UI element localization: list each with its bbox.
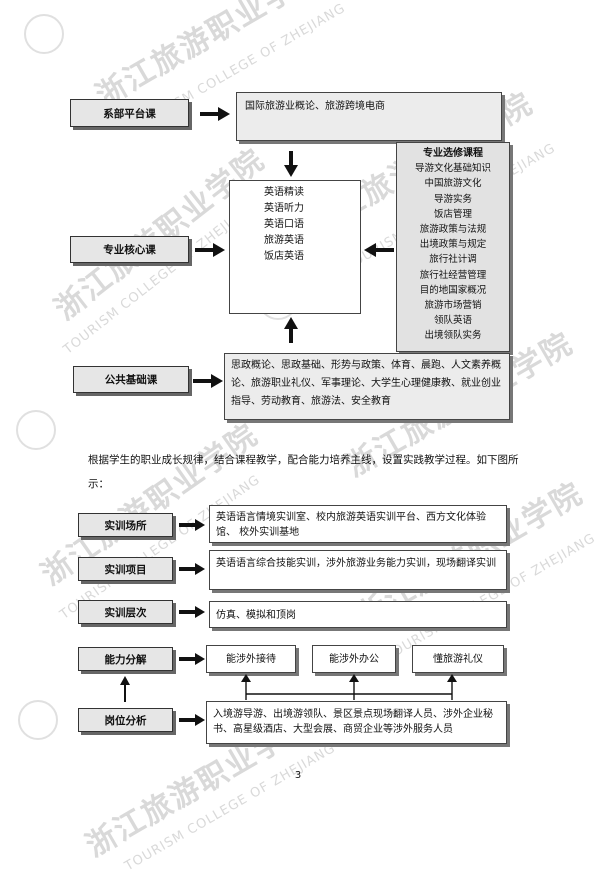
elective-item: 旅行社计调 — [429, 254, 477, 266]
elective-item: 出境政策与规定 — [419, 239, 487, 251]
arrow-right-icon — [179, 713, 205, 727]
dept-course-content: 国际旅游业概论、旅游跨境电商 — [236, 92, 502, 141]
training-venue-content: 英语语言情境实训室、校内旅游英语实训平台、西方文化体验馆、 校外实训基地 — [209, 505, 507, 543]
ability-item-box: 懂旅游礼仪 — [412, 645, 504, 673]
training-level-label: 实训层次 — [78, 600, 173, 624]
training-level-text: 仿真、模拟和顶岗 — [216, 610, 296, 621]
arrow-right-icon — [179, 605, 205, 619]
public-course-content: 思政概论、思政基础、形势与政策、体育、晨跑、人文素养概论、旅游职业礼仪、军事理论… — [224, 353, 510, 420]
arrow-right-icon — [179, 562, 205, 576]
elective-item: 导游实务 — [433, 193, 472, 205]
ability-item-text: 能涉外办公 — [329, 654, 379, 665]
elective-item: 饭店管理 — [433, 208, 472, 220]
elective-item: 目的地国家概况 — [419, 284, 487, 296]
ability-item-box: 能涉外接待 — [206, 645, 296, 673]
arrow-up-icon — [119, 676, 131, 702]
training-venue-text: 英语语言情境实训室、校内旅游英语实训平台、西方文化体验馆、 校外实训基地 — [216, 512, 486, 538]
arrow-up-icon — [283, 317, 299, 343]
core-course-item: 英语听力 — [264, 203, 304, 214]
elective-title: 专业选修课程 — [423, 148, 483, 159]
elective-course-box: 专业选修课程 导游文化基础知识 中国旅游文化 导游实务 饭店管理 旅游政策与法规… — [396, 142, 510, 352]
elective-item: 领队英语 — [433, 315, 472, 327]
public-course-label: 公共基础课 — [73, 366, 189, 393]
training-project-text: 英语语言综合技能实训，涉外旅游业务能力实训，现场翻译实训 — [216, 558, 496, 569]
elective-item: 旅游市场营销 — [424, 300, 482, 312]
core-course-item: 英语精读 — [264, 187, 304, 198]
training-project-label: 实训项目 — [78, 557, 173, 581]
position-analysis-label: 岗位分析 — [78, 708, 173, 732]
training-project-content: 英语语言综合技能实训，涉外旅游业务能力实训，现场翻译实训 — [209, 550, 507, 590]
ability-item-text: 懂旅游礼仪 — [433, 654, 483, 665]
dept-course-label: 系部平台课 — [70, 99, 189, 127]
page-number: 3 — [294, 770, 302, 781]
intro-paragraph-text: 根据学生的职业成长规律，结合课程教学，配合能力培养主线，设置实践教学过程。如下图… — [88, 454, 519, 490]
core-course-box: 英语精读 英语听力 英语口语 旅游英语 饭店英语 — [229, 180, 361, 314]
arrow-right-icon — [200, 106, 230, 122]
core-course-item: 饭店英语 — [264, 251, 304, 262]
ability-item-text: 能涉外接待 — [226, 654, 276, 665]
arrow-down-icon — [283, 151, 299, 177]
connector-lines — [236, 674, 466, 708]
position-analysis-content: 入境游导游、出境游领队、景区景点现场翻译人员、涉外企业秘书、高星级酒店、大型会展… — [206, 701, 507, 744]
position-analysis-text: 入境游导游、出境游领队、景区景点现场翻译人员、涉外企业秘书、高星级酒店、大型会展… — [213, 709, 493, 735]
arrow-right-icon — [195, 242, 225, 258]
core-course-item: 英语口语 — [264, 219, 304, 230]
watermark-seal-icon — [24, 14, 64, 54]
elective-item: 旅游政策与法规 — [419, 224, 487, 236]
training-venue-label: 实训场所 — [78, 513, 173, 537]
ability-breakdown-label: 能力分解 — [78, 647, 173, 671]
dept-course-text: 国际旅游业概论、旅游跨境电商 — [245, 101, 385, 112]
elective-item: 中国旅游文化 — [424, 178, 482, 190]
elective-item: 导游文化基础知识 — [414, 163, 491, 175]
watermark-seal-icon — [16, 410, 56, 450]
watermark-en: TOURISM COLLEGE OF ZHEJIANG — [122, 740, 339, 874]
intro-paragraph: 根据学生的职业成长规律，结合课程教学，配合能力培养主线，设置实践教学过程。如下图… — [88, 448, 528, 496]
training-level-content: 仿真、模拟和顶岗 — [209, 601, 507, 628]
ability-item-box: 能涉外办公 — [312, 645, 396, 673]
core-course-label: 专业核心课 — [70, 236, 189, 263]
core-course-item: 旅游英语 — [264, 235, 304, 246]
watermark-seal-icon — [18, 700, 58, 740]
public-course-text: 思政概论、思政基础、形势与政策、体育、晨跑、人文素养概论、旅游职业礼仪、军事理论… — [231, 360, 501, 407]
arrow-right-icon — [179, 652, 205, 666]
arrow-right-icon — [179, 518, 205, 532]
arrow-right-icon — [193, 373, 223, 389]
elective-item: 旅行社经营管理 — [419, 269, 487, 281]
arrow-left-icon — [364, 242, 394, 258]
elective-item: 出境领队实务 — [424, 330, 482, 342]
